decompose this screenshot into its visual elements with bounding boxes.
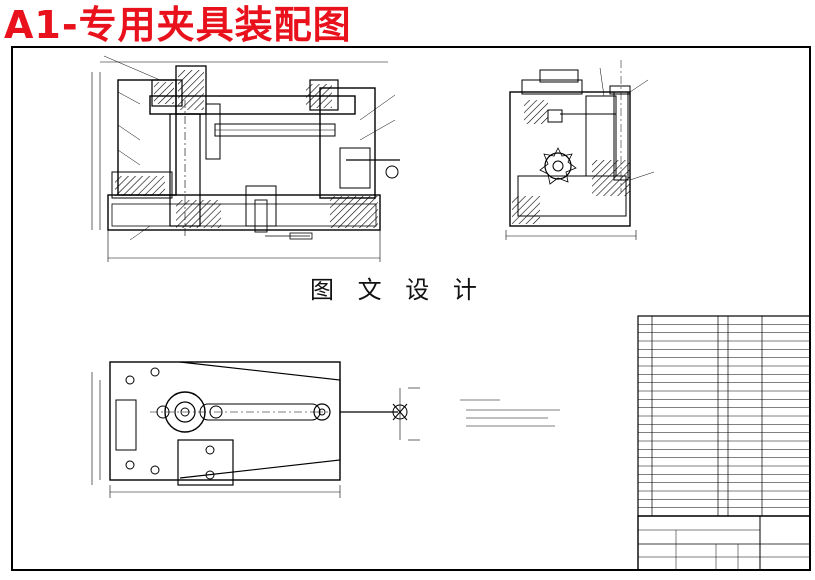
side-view [505, 60, 655, 240]
sheet-frame [11, 46, 811, 571]
watermark-label: 图 文 设 计 [310, 276, 485, 304]
top-view [91, 361, 420, 498]
parts-list-table [637, 315, 811, 571]
drawing-title: A1-专用夹具装配图 [4, 3, 352, 47]
technical-notes [460, 399, 560, 427]
front-view [91, 55, 400, 262]
